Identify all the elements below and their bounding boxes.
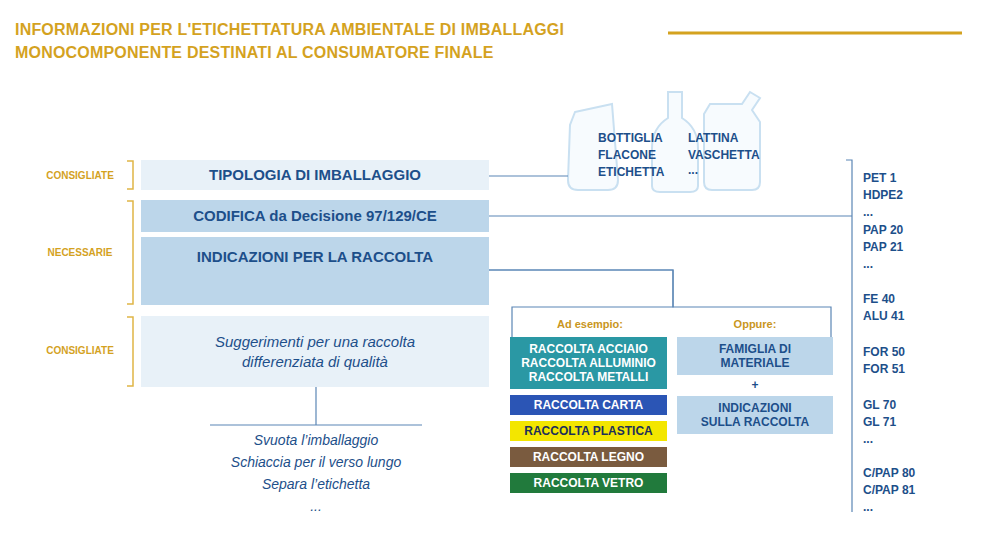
node-text: Suggerimenti per una raccolta differenzi…: [198, 332, 433, 372]
tip-text: Separa l’etichetta: [262, 476, 370, 492]
collection-box: RACCOLTA PLASTICA: [510, 421, 667, 441]
material-code: PAP 21: [863, 239, 903, 255]
tip-text: Svuota l’imballaggio: [254, 432, 379, 448]
section-box: TIPOLOGIA DI IMBALLAGGIO: [141, 160, 489, 190]
material-code: ...: [863, 204, 873, 220]
material-code: PAP 20: [863, 222, 903, 238]
node-text: RACCOLTA CARTA: [534, 398, 644, 412]
material-code: ...: [863, 431, 873, 447]
packaging-illustration: [568, 92, 760, 192]
column-header: Ad esempio:: [557, 316, 623, 332]
package-type: VASCHETTA: [688, 147, 760, 163]
connector: [489, 270, 673, 337]
node-text: INDICAZIONI PER LA RACCOLTA: [197, 247, 433, 295]
connector: [489, 270, 831, 337]
title: INFORMAZIONI PER L'ETICHETTATURA AMBIENT…: [15, 18, 675, 64]
package-type: FLACONE: [598, 147, 656, 163]
material-code: ...: [863, 256, 873, 272]
collection-box: RACCOLTA ACCIAIO RACCOLTA ALLUMINIO RACC…: [510, 337, 667, 389]
package-type: BOTTIGLIA: [598, 130, 663, 146]
level-label: CONSIGLIATE: [46, 168, 114, 184]
section-box: INDICAZIONI PER LA RACCOLTA: [141, 237, 489, 305]
node-text: RACCOLTA PLASTICA: [524, 424, 652, 438]
package-type: ETICHETTA: [598, 164, 664, 180]
material-code: FE 40: [863, 291, 895, 307]
material-code: ...: [863, 499, 873, 515]
package-type: LATTINA: [688, 130, 738, 146]
material-code: ALU 41: [863, 308, 904, 324]
plus-sign: +: [751, 377, 758, 393]
node-text: RACCOLTA ACCIAIO RACCOLTA ALLUMINIO RACC…: [519, 342, 659, 384]
tip-text: ...: [310, 498, 322, 514]
material-code: FOR 51: [863, 361, 905, 377]
collection-box: RACCOLTA LEGNO: [510, 447, 667, 467]
material-code: FOR 50: [863, 344, 905, 360]
package-type: ...: [688, 162, 698, 178]
node-text: RACCOLTA VETRO: [534, 476, 644, 490]
material-code: HDPE2: [863, 187, 903, 203]
material-code: C/PAP 80: [863, 465, 915, 481]
node-text: TIPOLOGIA DI IMBALLAGGIO: [209, 165, 421, 185]
collection-info-box: INDICAZIONI SULLA RACCOLTA: [677, 396, 833, 434]
material-code: GL 71: [863, 414, 896, 430]
section-box: Suggerimenti per una raccolta differenzi…: [141, 316, 489, 387]
level-label: NECESSARIE: [47, 245, 112, 261]
bracket: [127, 161, 133, 386]
level-label: CONSIGLIATE: [46, 343, 114, 359]
collection-box: RACCOLTA VETRO: [510, 473, 667, 493]
material-code: GL 70: [863, 397, 896, 413]
material-code: C/PAP 81: [863, 482, 915, 498]
node-text: CODIFICA da Decisione 97/129/CE: [193, 206, 437, 226]
collection-box: RACCOLTA CARTA: [510, 395, 667, 415]
section-box: CODIFICA da Decisione 97/129/CE: [141, 200, 489, 232]
material-code: PET 1: [863, 170, 896, 186]
column-header: Oppure:: [734, 316, 777, 332]
node-text: RACCOLTA LEGNO: [533, 450, 644, 464]
tip-text: Schiaccia per il verso lungo: [231, 454, 401, 470]
material-box: FAMIGLIA DI MATERIALE: [677, 337, 833, 375]
node-text: INDICAZIONI SULLA RACCOLTA: [700, 401, 810, 429]
node-text: FAMIGLIA DI MATERIALE: [705, 342, 805, 370]
title-rule: [668, 32, 962, 35]
